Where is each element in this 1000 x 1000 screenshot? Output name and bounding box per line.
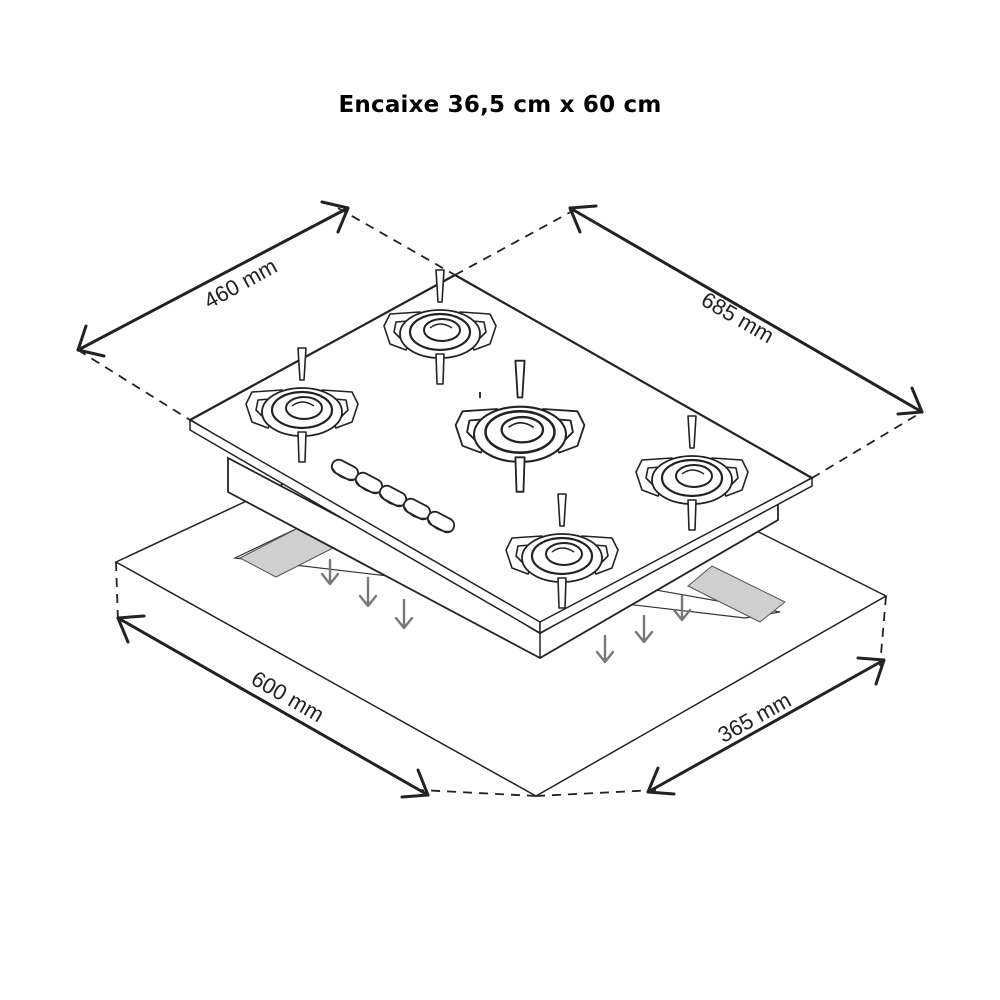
burner-1 [383, 269, 497, 385]
burner-3 [454, 359, 586, 493]
dimension-label-600: 600 mm [247, 666, 328, 727]
dimension-line-365 [646, 656, 886, 796]
burners [245, 269, 749, 609]
extension-lines [77, 207, 923, 797]
burner-5 [505, 493, 619, 609]
diagram-title: Encaixe 36,5 cm x 60 cm [338, 92, 662, 118]
dimension-line-600 [116, 614, 430, 799]
knob-5 [426, 510, 456, 534]
burner-4 [635, 415, 749, 531]
dimension-label-460: 460 mm [200, 253, 282, 313]
control-knobs [330, 458, 456, 534]
dimension-line-685 [568, 204, 924, 416]
insertion-arrows [320, 558, 692, 664]
dimension-line-460 [76, 200, 350, 358]
knob-2 [354, 471, 384, 495]
burner-2 [245, 347, 359, 463]
cutout-openings [238, 526, 786, 623]
dimension-label-685: 685 mm [697, 287, 778, 348]
